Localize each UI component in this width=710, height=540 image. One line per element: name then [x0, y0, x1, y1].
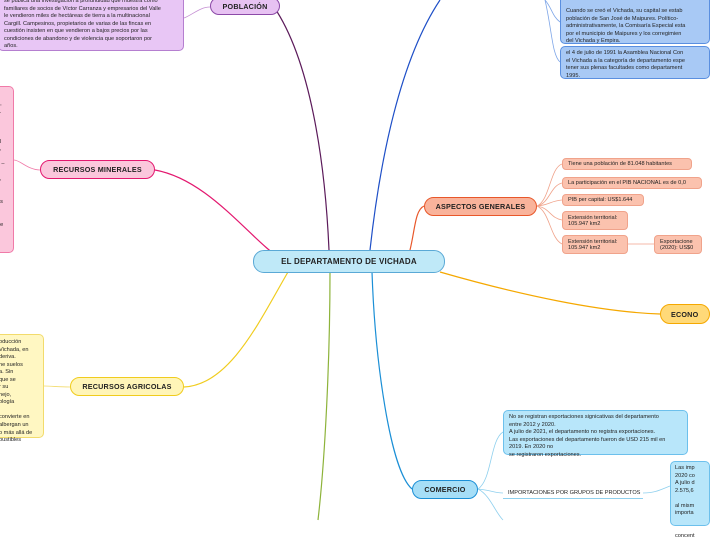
connector-aspectos: [409, 205, 425, 251]
connector-comercio: [371, 271, 413, 490]
note-agricolas-text: oducción Vichada, en deriva. ne suelos a…: [0, 339, 33, 444]
branch-aspectos-generales-label: ASPECTOS GENERALES: [435, 202, 526, 211]
branch-economia-label: ECONO: [671, 309, 699, 319]
branch-recursos-agricolas[interactable]: RECURSOS AGRICOLAS: [70, 377, 184, 396]
aspecto-pib-participacion-text: La participación en el PIB NACIONAL es d…: [568, 180, 686, 186]
branch-poblacion-label: POBLACIÓN: [222, 1, 268, 11]
connector-agricolas-note: [43, 385, 71, 388]
note-history-1991-text: el 4 de julio de 1991 la Asamblea Nacion…: [566, 50, 686, 79]
note-history-1991[interactable]: el 4 de julio de 1991 la Asamblea Nacion…: [560, 46, 710, 79]
connector-minerales-note: [13, 159, 41, 171]
aspecto-extension-1[interactable]: Extensión territorial: 105.947 km2: [562, 211, 628, 230]
connector-history-1: [544, 0, 561, 23]
importaciones-por-grupos-label: IMPORTACIONES POR GRUPOS DE PRODUCTOS: [508, 489, 641, 496]
aspecto-extension-1-text: Extensión territorial: 105.947 km2: [568, 214, 618, 227]
note-history-creation-text: Cuando se creó el Vichada, su capital se…: [566, 8, 686, 45]
central-topic[interactable]: EL DEPARTAMENTO DE VICHADA: [253, 250, 445, 273]
connector-aspecto-3: [536, 199, 563, 207]
connector-top-right: [369, 0, 441, 251]
aspecto-pib-capita[interactable]: PIB per capital: US$1.644: [562, 194, 644, 206]
connector-aspecto-1: [536, 163, 563, 207]
aspecto-exportaciones-text: Exportacione (2020): US$0: [660, 238, 694, 251]
connector-bottom-green: [317, 271, 331, 521]
note-minerales-text: n, s. al s, s – s, es de: [0, 101, 5, 228]
branch-comercio-label: COMERCIO: [424, 485, 466, 494]
aspecto-pib-capita-text: PIB per capital: US$1.644: [568, 197, 633, 203]
aspecto-poblacion[interactable]: Tiene una población de 81.048 habitantes: [562, 158, 692, 170]
connector-aspecto-2: [536, 182, 563, 207]
note-history-creation[interactable]: Cuando se creó el Vichada, su capital se…: [560, 0, 710, 44]
connector-comercio-exports: [477, 431, 504, 490]
connector-aspecto-5: [536, 205, 563, 245]
note-importaciones-detalle-text: Las imp 2020 co A julio d 2.575,6 al mis…: [675, 465, 695, 539]
connector-economia: [439, 271, 661, 315]
connector-comercio-imports: [477, 488, 504, 494]
note-minerales[interactable]: n, s. al s, s – s, es de: [0, 86, 14, 253]
connector-comercio-3: [477, 488, 504, 521]
aspecto-extension-2-text: Extensión territorial: 105.947 km2: [568, 238, 618, 251]
branch-aspectos-generales[interactable]: ASPECTOS GENERALES: [424, 197, 537, 216]
central-topic-label: EL DEPARTAMENTO DE VICHADA: [281, 257, 417, 266]
connector-poblacion: [273, 6, 330, 251]
note-poblacion[interactable]: se publica una investigación a profundid…: [0, 0, 184, 51]
branch-recursos-minerales-label: RECURSOS MINERALES: [53, 165, 142, 174]
connector-minerales: [154, 169, 286, 263]
importaciones-por-grupos[interactable]: IMPORTACIONES POR GRUPOS DE PRODUCTOS: [503, 487, 643, 499]
connector-agricolas: [183, 271, 289, 388]
connector-imports-detail: [642, 485, 671, 494]
connector-history-2: [544, 0, 561, 63]
aspecto-poblacion-text: Tiene una población de 81.048 habitantes: [568, 161, 672, 167]
aspecto-extension-2[interactable]: Extensión territorial: 105.947 km2: [562, 235, 628, 254]
connector-aspecto-4: [536, 205, 563, 221]
note-comercio-exportaciones[interactable]: No se registran exportaciones signicativ…: [503, 410, 688, 458]
note-comercio-exportaciones-text: No se registran exportaciones signicativ…: [509, 414, 666, 458]
connector-poblacion-note: [183, 6, 211, 19]
note-agricolas[interactable]: oducción Vichada, en deriva. ne suelos a…: [0, 334, 44, 443]
branch-recursos-agricolas-label: RECURSOS AGRICOLAS: [82, 382, 172, 391]
note-poblacion-text: se publica una investigación a profundid…: [4, 0, 161, 50]
branch-poblacion[interactable]: POBLACIÓN: [210, 0, 280, 15]
note-importaciones-detalle[interactable]: Las imp 2020 co A julio d 2.575,6 al mis…: [670, 461, 710, 539]
branch-comercio[interactable]: COMERCIO: [412, 480, 478, 499]
aspecto-pib-participacion[interactable]: La participación en el PIB NACIONAL es d…: [562, 177, 702, 189]
branch-recursos-minerales[interactable]: RECURSOS MINERALES: [40, 160, 155, 179]
aspecto-exportaciones[interactable]: Exportacione (2020): US$0: [654, 235, 702, 254]
branch-economia[interactable]: ECONO: [660, 304, 710, 324]
